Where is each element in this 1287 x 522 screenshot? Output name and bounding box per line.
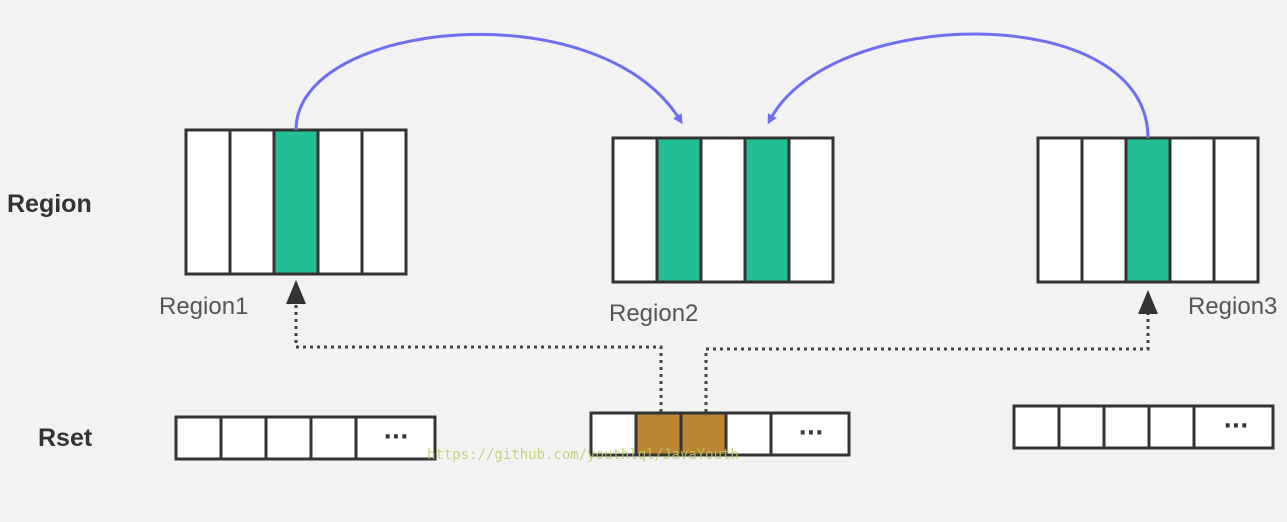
rset2-ellipsis: ··· (798, 421, 823, 446)
pointer-arrowhead-region1 (286, 280, 306, 304)
reference-arrow-region3-to-region2 (767, 32, 1150, 139)
rset2-cell-2 (634, 411, 683, 457)
rset2-box: ··· (589, 411, 851, 457)
rset3-cell-3 (1102, 404, 1151, 450)
rset3-cell-1 (1012, 404, 1061, 450)
region1-cell-3 (272, 128, 320, 276)
rset3-cell-2 (1057, 404, 1106, 450)
rset3-box: ··· (1012, 404, 1275, 450)
region3-cell-4 (1168, 136, 1216, 284)
rset2-cell-1 (589, 411, 638, 457)
region2-cell-2 (655, 136, 703, 284)
rset1-cell-3 (264, 415, 313, 461)
region-row-label: Region (7, 190, 92, 218)
watermark-text: https://github.com/youthlql/JavaYouth (427, 447, 739, 463)
rset-pointer-to-region1 (294, 300, 663, 412)
rset3-ellipsis-cell (1192, 404, 1275, 450)
rset2-cell-4 (724, 411, 773, 457)
region2-label: Region2 (609, 300, 699, 327)
reference-arrow-region1-to-region2 (294, 32, 683, 131)
region2-cell-3 (699, 136, 747, 284)
region3-cell-3 (1124, 136, 1172, 284)
region2-cell-4 (743, 136, 791, 284)
region2-box (611, 136, 835, 284)
region3-cell-1 (1036, 136, 1084, 284)
rset1-cell-4 (309, 415, 358, 461)
rset1-ellipsis: ··· (383, 425, 408, 450)
rset1-ellipsis-cell (354, 415, 437, 461)
rset2-ellipsis-cell (769, 411, 851, 457)
region2-cell-5 (787, 136, 835, 284)
rset-row-label: Rset (38, 424, 93, 452)
rset3-cell-4 (1147, 404, 1196, 450)
region1-cell-4 (316, 128, 364, 276)
rset1-box: ··· (174, 415, 437, 461)
rset1-cell-2 (219, 415, 268, 461)
region1-cell-2 (228, 128, 276, 276)
region1-box (184, 128, 408, 276)
region3-cell-5 (1212, 136, 1260, 284)
region3-cell-2 (1080, 136, 1128, 284)
region1-cell-1 (184, 128, 232, 276)
rset-pointer-to-region3 (704, 310, 1150, 412)
pointer-arrowhead-region3 (1138, 290, 1158, 314)
rset3-ellipsis: ··· (1223, 414, 1248, 439)
region3-box (1036, 136, 1260, 284)
region1-label: Region1 (159, 293, 249, 320)
region2-cell-1 (611, 136, 659, 284)
rset1-cell-1 (174, 415, 223, 461)
region3-label: Region3 (1188, 293, 1278, 320)
region1-cell-5 (360, 128, 408, 276)
